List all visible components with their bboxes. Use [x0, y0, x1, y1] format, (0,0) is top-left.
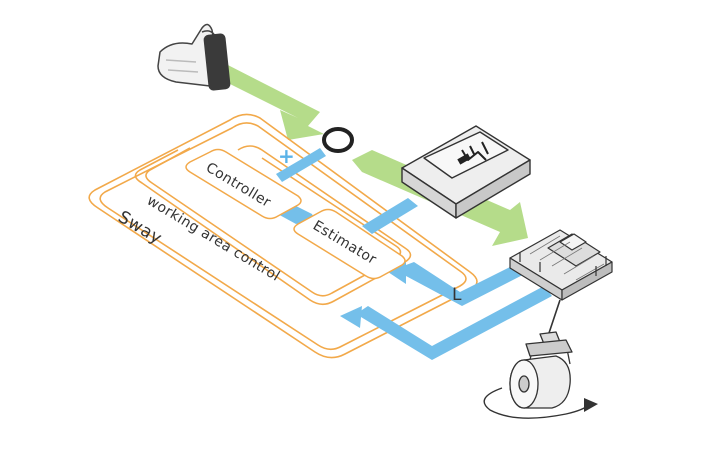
thumbs-up-hand-icon [157, 23, 231, 91]
overhead-crane-icon [509, 229, 613, 301]
plus-sign: + [278, 144, 295, 168]
hanging-load-icon [509, 299, 573, 409]
length-label: L [452, 285, 462, 305]
controller-panel-icon [401, 125, 531, 219]
working-area-loop [134, 145, 412, 306]
summing-junction-icon [322, 127, 354, 153]
green-command-arrow [210, 62, 324, 140]
rotation-arrow-icon [483, 387, 598, 419]
sway-loop [88, 113, 478, 359]
